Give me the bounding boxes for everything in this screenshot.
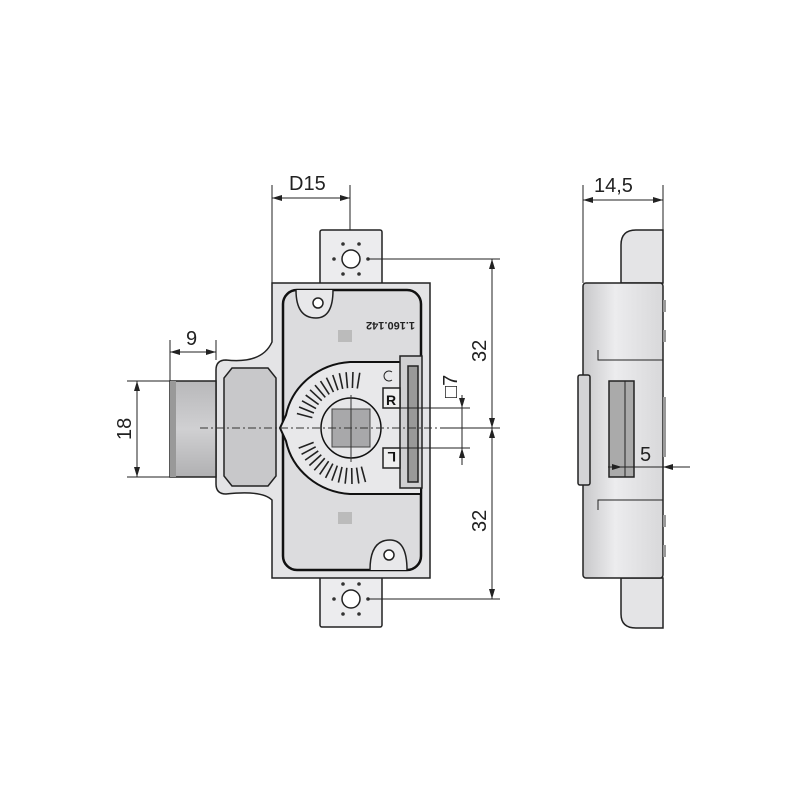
right-marker [382, 387, 401, 409]
top-screw-hole [341, 249, 361, 269]
detent-tick [338, 373, 344, 390]
dim-5: 5 [640, 444, 651, 466]
detent-tick [319, 380, 330, 395]
cylinder [169, 380, 217, 478]
right-label: R [386, 392, 396, 408]
detent-tick [345, 372, 349, 389]
left-label: L [387, 449, 396, 465]
detent-tick [360, 466, 367, 483]
dim-32-bottom: 32 [469, 510, 491, 532]
detent-tick [319, 460, 330, 475]
dim-d15: D15 [289, 173, 326, 195]
detent-tick [305, 394, 320, 406]
detent-marks [296, 372, 367, 485]
detent-tick [325, 377, 335, 393]
detent-tick [331, 465, 339, 481]
neck [223, 367, 277, 487]
detent-tick [355, 467, 360, 484]
dim-square-7: □7 [440, 375, 462, 398]
detent-tick [332, 374, 339, 391]
detent-tick [309, 389, 323, 402]
detent-tick [308, 454, 322, 467]
detent-tick [337, 466, 343, 483]
detent-tick [298, 441, 314, 449]
dim-18: 18 [114, 418, 136, 440]
detent-tick [301, 400, 317, 410]
front-view: 1.160.142 R L [169, 229, 440, 628]
dim-32-top: 32 [469, 340, 491, 362]
part-number: 1.160.142 [366, 319, 415, 331]
detent-tick [298, 406, 315, 414]
detent-tick [313, 457, 326, 471]
dim-9: 9 [186, 328, 197, 350]
side-view [577, 229, 666, 629]
top-ear [620, 229, 664, 284]
detent-tick [304, 450, 319, 461]
bottom-screw-hole [341, 589, 361, 609]
detent-tick [296, 412, 313, 419]
left-marker [382, 447, 401, 469]
detent-tick [356, 372, 361, 389]
detent-tick [314, 384, 326, 398]
detent-tick [324, 463, 334, 479]
dim-14-5: 14,5 [594, 175, 633, 197]
bolt-slot [608, 380, 635, 478]
detent-tick [344, 467, 348, 484]
bottom-ear [620, 577, 664, 629]
detent-tick [301, 446, 317, 455]
detent-tick [351, 372, 354, 389]
